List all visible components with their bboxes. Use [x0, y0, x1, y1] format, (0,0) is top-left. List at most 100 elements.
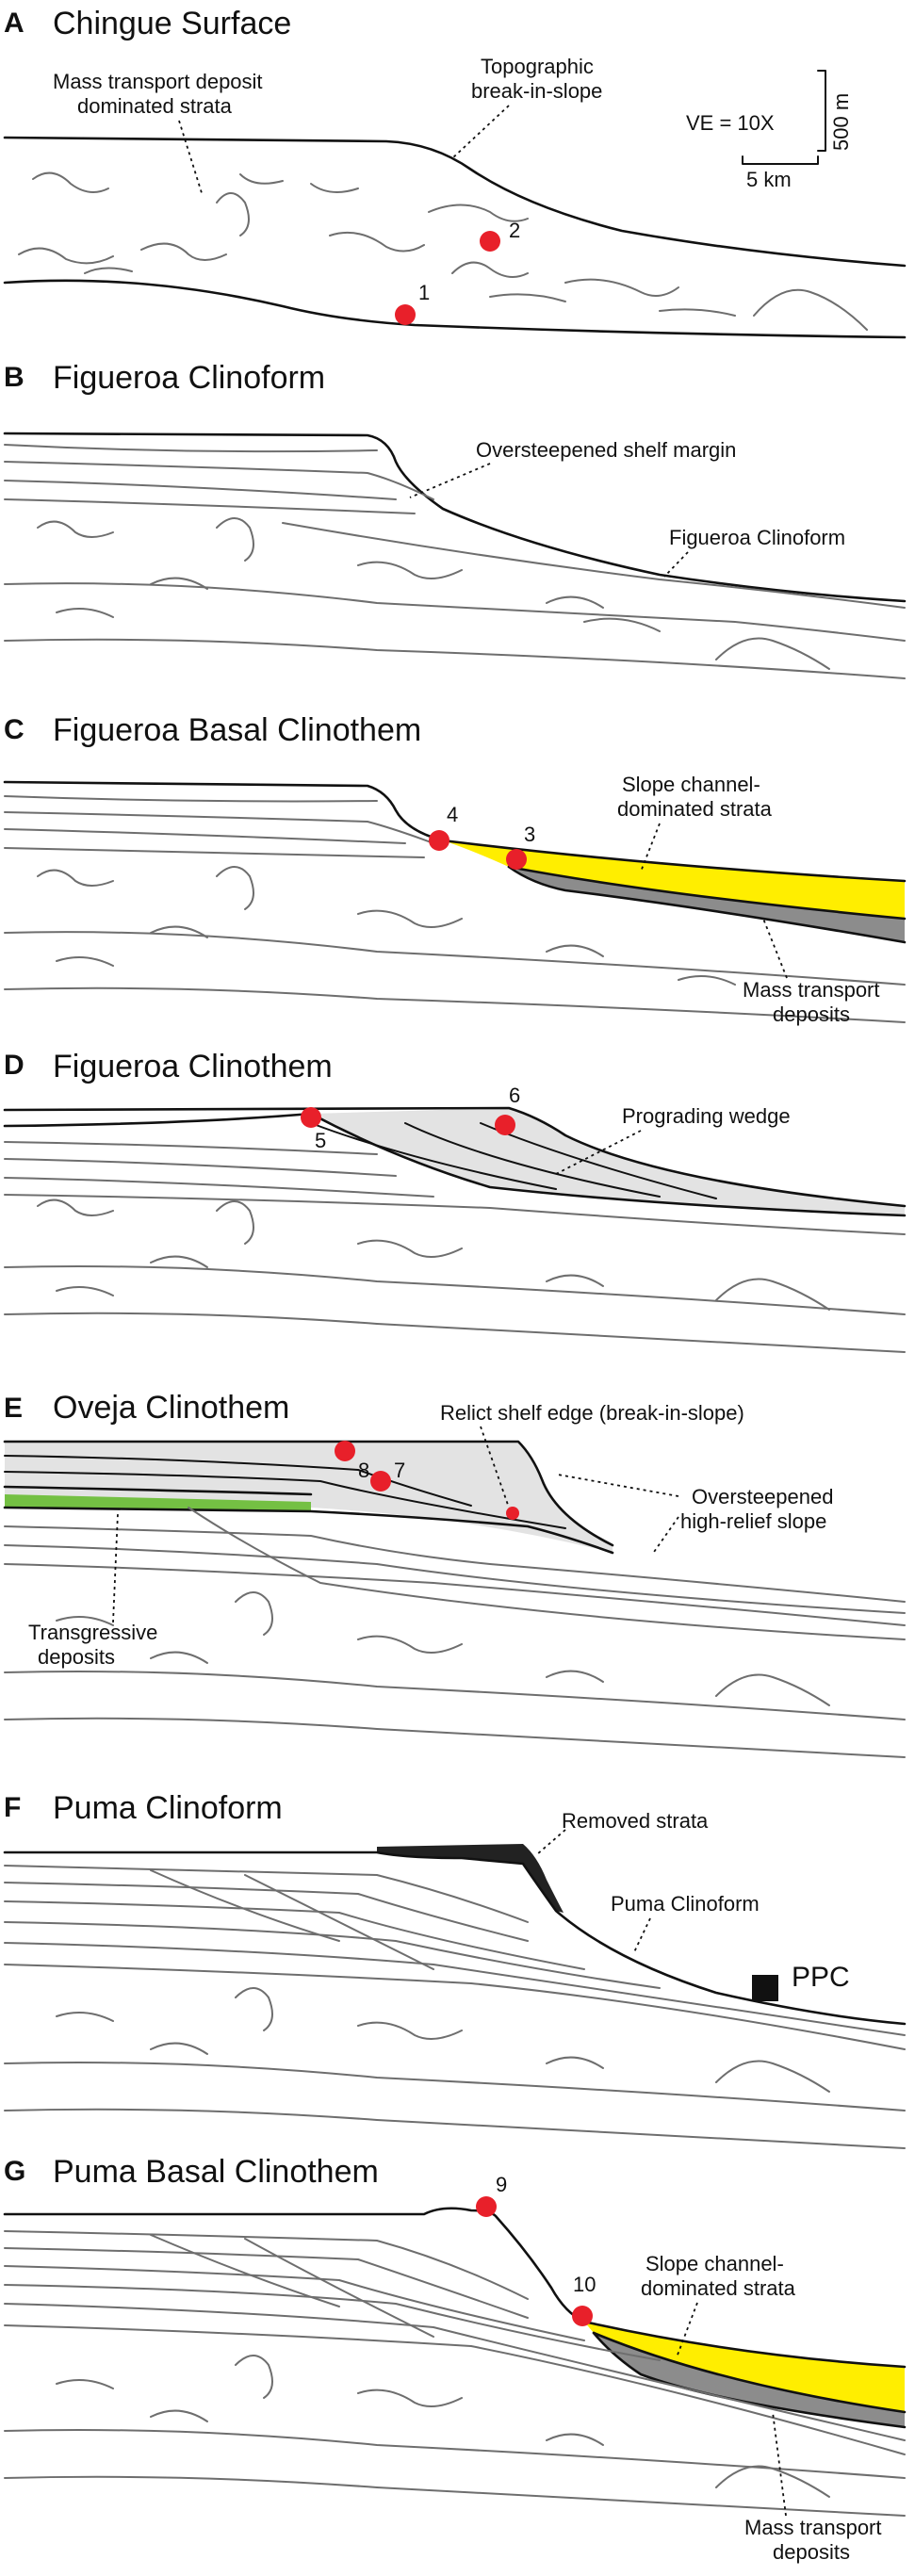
- panel-a: A Chingue Surface VE = 10X 500 m 5 km: [3, 6, 907, 339]
- transgressive-label: Transgressive: [28, 1621, 157, 1644]
- ppc-label: PPC: [792, 1962, 850, 1993]
- break-in-slope-label: Topographic: [481, 55, 594, 78]
- leader-line: [178, 120, 204, 197]
- slope-channel-label: dominated strata: [641, 2276, 796, 2300]
- panel-letter: E: [4, 1393, 23, 1424]
- mass-transport-label: Mass transport: [744, 2516, 882, 2539]
- panel-f: F Puma Clinoform PPC Removed strata: [3, 1790, 907, 2149]
- oveja-top-line: [3, 1440, 614, 1547]
- figueroa-surface-line: [3, 780, 907, 883]
- puma-clinoform-line: [3, 1850, 907, 2026]
- sample-point-3: [506, 849, 527, 870]
- oversteepened-label: Oversteepened shelf margin: [476, 438, 736, 462]
- panel-letter: C: [4, 714, 25, 745]
- oveja-base-line: [3, 1506, 614, 1555]
- slope-channel-label: Slope channel-: [645, 2252, 784, 2275]
- strata-lines: [4, 2230, 906, 2517]
- leader-line: [451, 105, 510, 159]
- panel-letter: D: [4, 1050, 25, 1081]
- figueroa-clinoform-line: [3, 432, 907, 603]
- leader-line: [663, 551, 689, 578]
- oversteepened-label: Oversteepened: [692, 1485, 833, 1508]
- point-label: 3: [524, 823, 535, 846]
- slope-channel-fill: [443, 840, 905, 919]
- mass-transport-label: deposits: [773, 2540, 850, 2564]
- leader-line: [112, 1512, 119, 1623]
- relict-shelf-edge-point: [506, 1507, 519, 1520]
- point-label: 8: [358, 1459, 369, 1482]
- panel-letter: B: [4, 362, 25, 393]
- panel-b: B Figueroa Clinoform Oversteepened shelf…: [3, 360, 907, 679]
- leader-line: [409, 463, 491, 498]
- transgressive-fill: [5, 1494, 311, 1511]
- mtd-strata-label: Mass transport deposit: [53, 70, 263, 93]
- strata-lines: [4, 1865, 906, 2149]
- panel-title: Figueroa Clinoform: [53, 360, 325, 396]
- basal-surface-line: [3, 279, 907, 339]
- mtd-base-line: [507, 865, 907, 944]
- squiggle-strata: [56, 1987, 830, 2093]
- removed-strata-fill: [377, 1844, 564, 1913]
- transgressive-label: deposits: [38, 1645, 115, 1669]
- sample-point-5: [301, 1107, 321, 1128]
- mass-transport-label: deposits: [773, 1003, 850, 1026]
- leader-line: [536, 1829, 566, 1855]
- squiggle-strata: [37, 866, 736, 986]
- panel-e: E Oveja Clinothem 8 7: [3, 1390, 906, 1758]
- point-label: 7: [394, 1459, 405, 1482]
- removed-strata-label: Removed strata: [562, 1809, 709, 1833]
- point-label: 1: [418, 281, 430, 304]
- slope-channel-fill: [584, 2322, 905, 2412]
- sample-point-7: [370, 1471, 391, 1492]
- clinoform-line: [3, 1112, 907, 1217]
- sample-point-8: [335, 1441, 355, 1461]
- vertical-scale-label: 500 m: [829, 93, 853, 151]
- point-label: 5: [315, 1129, 326, 1152]
- point-label: 9: [496, 2173, 507, 2196]
- point-label: 10: [573, 2273, 596, 2296]
- leader-line: [555, 1130, 642, 1175]
- clinoform-label: Figueroa Clinoform: [669, 526, 845, 549]
- sample-point-6: [495, 1115, 515, 1135]
- panel-title: Puma Basal Clinothem: [53, 2154, 379, 2190]
- horizontal-scale-label: 5 km: [746, 168, 792, 191]
- strata-lines: [4, 795, 906, 1023]
- squiggle-strata: [56, 1591, 830, 1706]
- strata-lines: [4, 444, 906, 679]
- squiggle-strata: [18, 171, 868, 331]
- mass-transport-fill: [594, 2333, 905, 2427]
- internal-clinoforms: [3, 1455, 566, 1529]
- leader-line: [632, 1917, 651, 1955]
- panel-letter: A: [4, 8, 25, 39]
- mass-transport-label: Mass transport: [743, 978, 880, 1002]
- scale-bar: [742, 70, 826, 165]
- panel-letter: G: [4, 2156, 25, 2187]
- point-label: 4: [447, 803, 458, 826]
- panel-letter: F: [4, 1792, 21, 1823]
- panel-g: G Puma Basal Clinothem 9: [3, 2154, 907, 2564]
- oversteepened-label: high-relief slope: [680, 1509, 826, 1533]
- strata-lines: [4, 1507, 906, 1758]
- leader-line: [480, 1426, 510, 1508]
- relict-shelf-edge-label: Relict shelf edge (break-in-slope): [440, 1401, 744, 1425]
- leader-line: [772, 2411, 787, 2517]
- point-label: 2: [509, 219, 520, 242]
- mtd-top-line: [592, 2331, 907, 2414]
- panel-title: Oveja Clinothem: [53, 1390, 289, 1426]
- leader-line: [640, 823, 661, 872]
- sample-point-1: [395, 304, 416, 325]
- sample-point-10: [572, 2306, 593, 2326]
- ppc-marker: [752, 1975, 778, 2001]
- oveja-wedge-fill: [5, 1442, 613, 1553]
- slope-channel-label: Slope channel-: [622, 773, 760, 796]
- strata-lines: [4, 1141, 906, 1353]
- panel-d: D Figueroa Clinothem 5: [3, 1049, 907, 1353]
- leader-line: [557, 1474, 679, 1497]
- mtd-strata-label: dominated strata: [77, 94, 233, 118]
- panel-title: Chingue Surface: [53, 6, 291, 41]
- clinoform-label: Puma Clinoform: [611, 1892, 760, 1916]
- break-in-slope-label: break-in-slope: [471, 79, 602, 103]
- squiggle-strata: [56, 2355, 830, 2498]
- squiggle-strata: [37, 517, 830, 670]
- leader-line: [651, 1516, 679, 1556]
